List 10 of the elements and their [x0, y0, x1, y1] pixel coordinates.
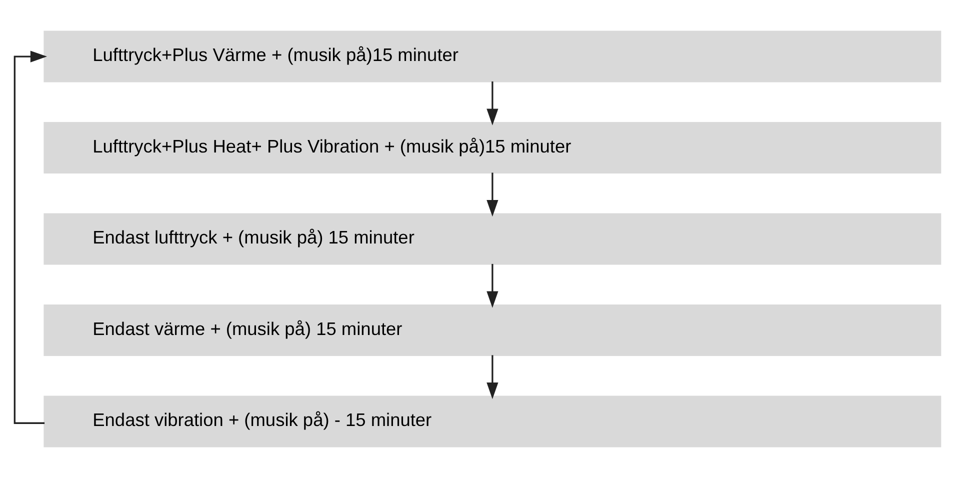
- arrow: [486, 264, 498, 308]
- arrow: [486, 81, 498, 126]
- node-box: Lufttryck+Plus Heat+ Plus Vibration + (musik på)15 minuter: [44, 122, 942, 174]
- node-box: Lufttryck+Plus Värme + (musik på)15 minuter: [44, 30, 942, 82]
- node-box: Endast värme + (musik på) 15 minuter: [44, 304, 942, 356]
- arrow: [486, 355, 498, 400]
- arrow: [486, 172, 498, 217]
- arrow: [14, 50, 48, 424]
- node-box: Endast lufttryck + (musik på) 15 minuter: [44, 213, 942, 265]
- node-box: Endast vibration + (musik på) - 15 minuter: [44, 396, 942, 448]
